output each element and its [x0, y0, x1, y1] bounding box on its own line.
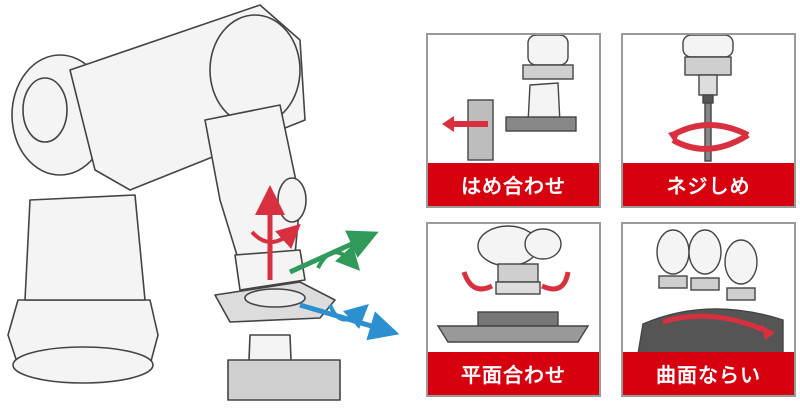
robot-arm-illustration — [7, 4, 400, 401]
panel-curved-surface-following: 曲面ならい — [621, 222, 796, 397]
press-fit-scene — [442, 35, 577, 161]
caption-curved-surface-following: 曲面ならい — [623, 352, 794, 395]
robot-arm-drawing — [7, 4, 400, 401]
panel-screw-tightening: ネジしめ — [621, 33, 796, 208]
caption-surface-matching: 平面合わせ — [428, 352, 599, 395]
panel-surface-matching: 平面合わせ — [426, 222, 601, 397]
caption-press-fit: はめ合わせ — [428, 163, 599, 206]
caption-screw-tightening: ネジしめ — [623, 163, 794, 206]
panel-press-fit: はめ合わせ — [426, 33, 601, 208]
screw-tightening-scene — [668, 35, 750, 162]
surface-matching-scene — [436, 225, 590, 343]
curved-surface-following-scene — [637, 229, 784, 354]
